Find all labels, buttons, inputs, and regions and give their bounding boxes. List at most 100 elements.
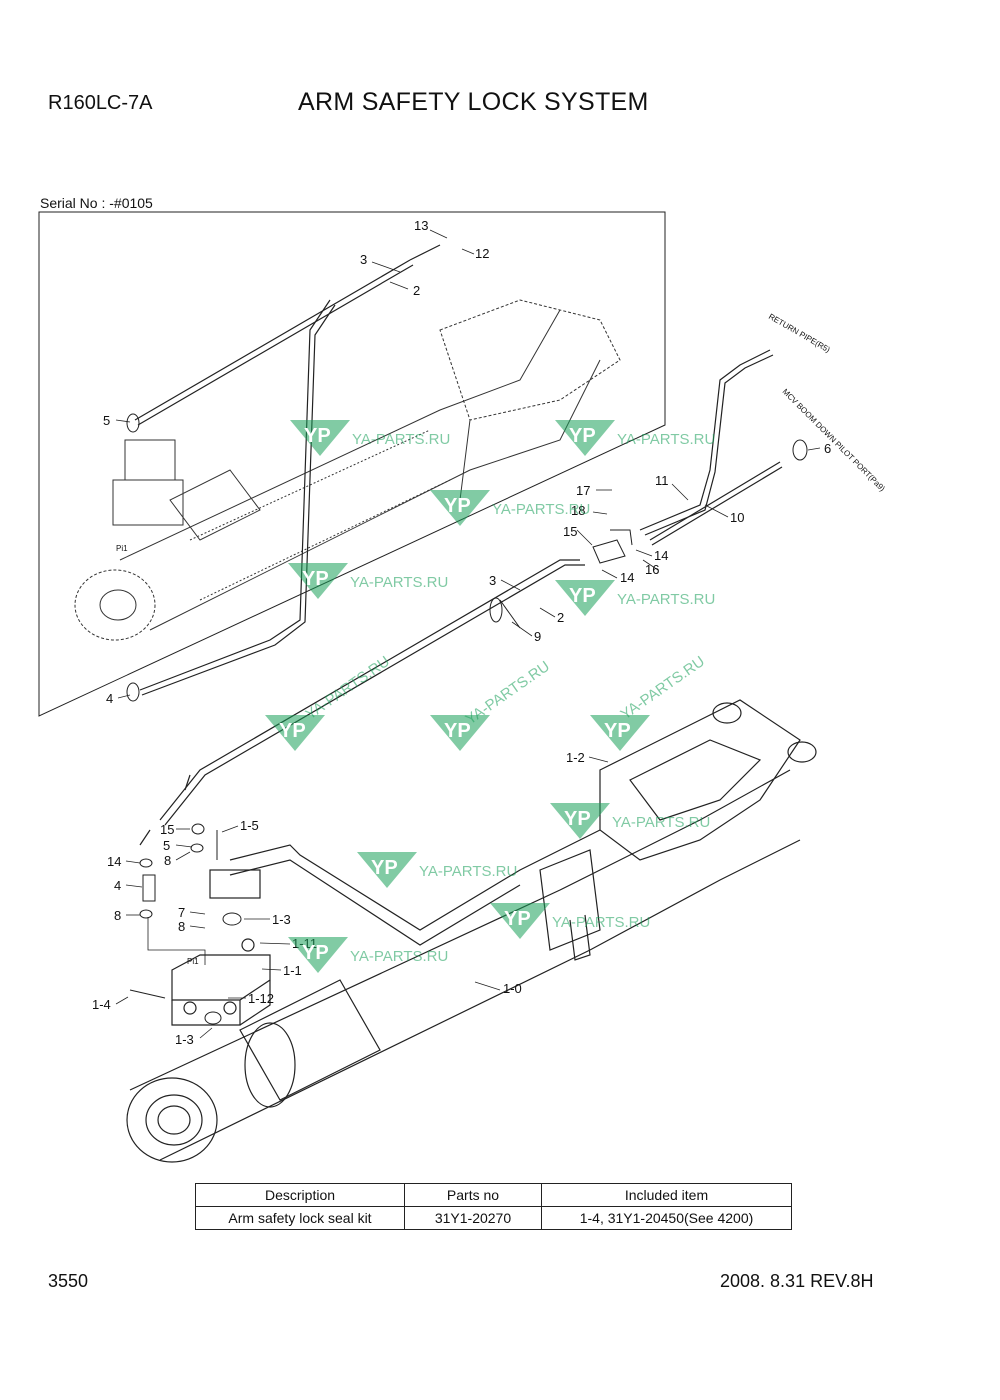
column-header: Included item [541, 1183, 792, 1207]
model-label: R160LC-7A [48, 92, 153, 114]
main-pipe-1-2 [229, 829, 601, 946]
table-cell: 1-4, 31Y1-20450(See 4200) [541, 1206, 792, 1230]
callout-label: 1-0 [503, 981, 522, 996]
watermark: YP YA-PARTS.RU [555, 420, 715, 456]
callout-label: 14 [654, 548, 668, 563]
watermark-logo: YP [302, 942, 329, 964]
callout-label: 2 [413, 283, 420, 298]
callout-label: 1-1 [283, 963, 302, 978]
callout-label: 4 [114, 878, 121, 893]
watermark-text: YA-PARTS.RU [352, 431, 450, 448]
watermark-logo: YP [569, 585, 596, 607]
watermark-text: YA-PARTS.RU [552, 914, 650, 931]
watermark-logo: YP [304, 425, 331, 447]
watermark-logo: YP [444, 495, 471, 517]
callout-label: 14 [107, 854, 121, 869]
main-hoses [139, 349, 783, 846]
column-header: Description [195, 1183, 405, 1207]
main-upper-pipe [599, 699, 817, 861]
callout-label: 3 [489, 573, 496, 588]
callout-label: 18 [571, 503, 585, 518]
callout-label: 3 [360, 252, 367, 267]
watermark: YP YA-PARTS.RU [555, 580, 715, 616]
watermark-logo: YP [569, 425, 596, 447]
revision-date: 2008. 8.31 REV.8H [720, 1271, 874, 1291]
port-mark: Pi1 [116, 544, 128, 553]
callout-label: 11 [655, 473, 669, 488]
watermarks: YP YA-PARTS.RU YP YA-PARTS.RU YP YA-PART… [265, 420, 715, 973]
callout-label: 17 [576, 483, 590, 498]
table-cell: Arm safety lock seal kit [195, 1206, 405, 1230]
callout-label: 1-4 [92, 997, 111, 1012]
inset-frame [38, 211, 666, 717]
watermark-text: YA-PARTS.RU [350, 948, 448, 965]
watermark-text: YA-PARTS.RU [617, 431, 715, 448]
watermark: YP YA-PARTS.RU [490, 903, 650, 939]
watermark: YP [590, 715, 650, 751]
table-header-row: Description Parts no Included item [195, 1183, 792, 1207]
page-title: ARM SAFETY LOCK SYSTEM [298, 88, 649, 116]
watermark: YP YA-PARTS.RU [290, 420, 450, 456]
inset-cylinder [74, 299, 621, 641]
watermark-logo: YP [504, 908, 531, 930]
callout-label: 4 [106, 691, 113, 706]
watermark: YP YA-PARTS.RU [357, 852, 517, 888]
callout-label: 14 [620, 570, 634, 585]
return-pipe-mark: RETURN PIPE(R5) [767, 312, 832, 355]
callout-label: 1-5 [240, 818, 259, 833]
callout-label: 1-3 [175, 1032, 194, 1047]
watermark-text: YA-PARTS.RU [612, 814, 710, 831]
callout-label: 8 [164, 853, 171, 868]
callout-labels: 13 12 3 2 5 4 11 10 17 18 15 14 16 14 3 … [92, 218, 831, 1047]
watermark: YP [430, 715, 490, 751]
serial-label: Serial No : -#0105 [40, 195, 153, 211]
table-row: Arm safety lock seal kit 31Y1-20270 1-4,… [195, 1206, 792, 1230]
watermark: YP YA-PARTS.RU [288, 937, 448, 973]
watermark-logo: YP [371, 857, 398, 879]
inset-hoses [134, 244, 441, 696]
main-fittings [129, 823, 242, 1025]
callout-label: 9 [534, 629, 541, 644]
callout-label: 1-12 [248, 991, 274, 1006]
watermark-logo: YP [564, 808, 591, 830]
callout-label: 8 [114, 908, 121, 923]
callout-label: 5 [163, 838, 170, 853]
watermark-text: YA-PARTS.RU [350, 574, 448, 591]
column-header: Parts no [404, 1183, 542, 1207]
callout-label: 1-3 [272, 912, 291, 927]
callout-label: 12 [475, 246, 489, 261]
watermark-logo: YP [302, 568, 329, 590]
page-number: 3550 [48, 1271, 89, 1291]
callout-label: 8 [178, 919, 185, 934]
callout-label: 1-2 [566, 750, 585, 765]
watermark-logo: YP [279, 720, 306, 742]
callout-label: 10 [730, 510, 744, 525]
pilot-port-mark: MCV BOOM DOWN PILOT PORT(Pa9) [781, 387, 887, 493]
inset-valve-block [112, 439, 184, 526]
callout-label: 13 [414, 218, 428, 233]
table-cell: 31Y1-20270 [404, 1206, 542, 1230]
watermark-text: YA-PARTS.RU [618, 653, 708, 723]
parts-table: Description Parts no Included item Arm s… [195, 1183, 792, 1230]
watermark: YP [265, 715, 325, 751]
watermark-text: YA-PARTS.RU [617, 591, 715, 608]
port-mark: Pi1 [187, 957, 199, 966]
watermark-text: YA-PARTS.RU [463, 658, 553, 728]
watermark-logo: YP [604, 720, 631, 742]
main-arm-cylinder [126, 769, 801, 1163]
watermark: YP YA-PARTS.RU [550, 803, 710, 839]
watermark: YP YA-PARTS.RU [288, 563, 448, 599]
clamp-fittings [126, 413, 808, 702]
watermark-logo: YP [444, 720, 471, 742]
callout-label: 5 [103, 413, 110, 428]
callout-label: 7 [178, 905, 185, 920]
watermark-text: YA-PARTS.RU [303, 653, 393, 723]
leader-lines [115, 229, 821, 1039]
watermark: YP YA-PARTS.RU [430, 490, 590, 526]
watermark-text: YA-PARTS.RU [419, 863, 517, 880]
callout-label: 6 [824, 441, 831, 456]
watermark-text: YA-PARTS.RU [492, 501, 590, 518]
callout-label: 2 [557, 610, 564, 625]
main-valve-block [171, 869, 271, 1026]
